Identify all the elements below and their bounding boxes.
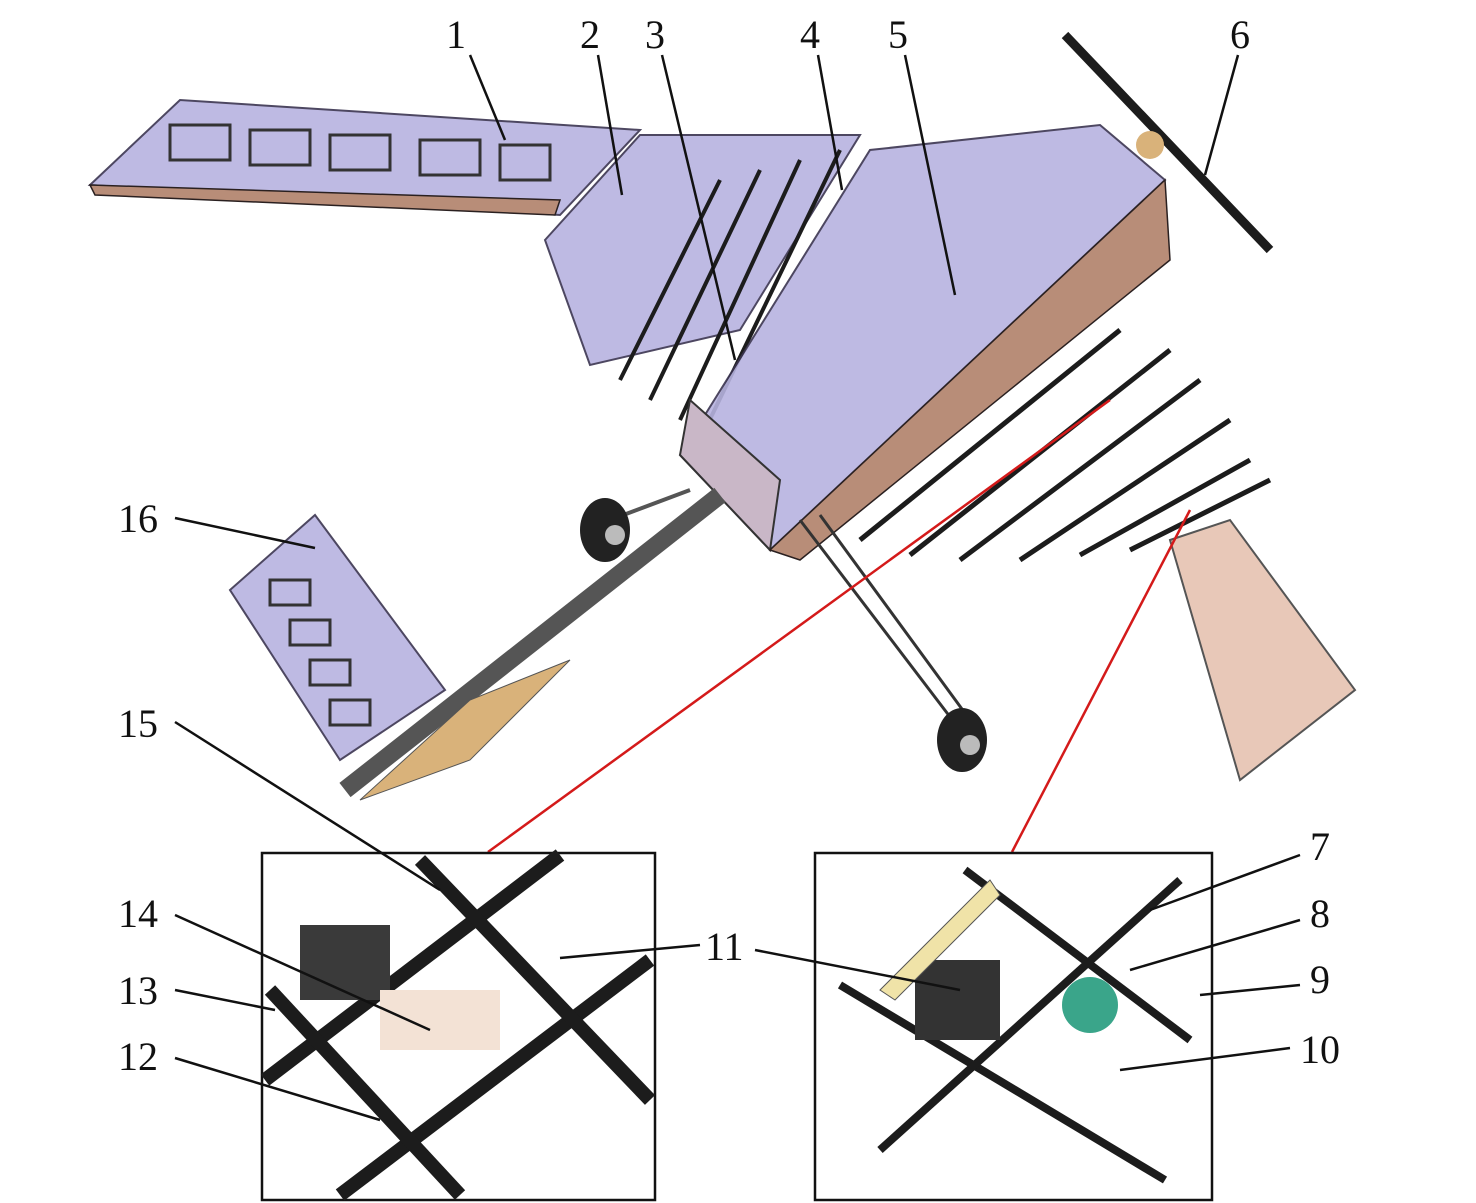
label-5: 5 [888, 12, 908, 57]
label-6: 6 [1230, 12, 1250, 57]
label-3: 3 [645, 12, 665, 57]
label-15: 15 [118, 701, 158, 746]
tail-surface [228, 513, 571, 801]
label-4: 4 [800, 12, 820, 57]
label-8: 8 [1310, 891, 1330, 936]
detail-inset-right [813, 851, 1214, 1202]
right-wing [858, 328, 1357, 782]
label-16: 16 [118, 496, 158, 541]
tail-boom [339, 487, 726, 798]
landing-gear [580, 488, 987, 772]
label-11: 11 [705, 924, 744, 969]
propeller [1061, 31, 1274, 254]
left-outer-wing [87, 98, 643, 217]
label-10: 10 [1300, 1027, 1340, 1072]
fuselage [678, 123, 1171, 561]
label-1: 1 [446, 12, 466, 57]
label-9: 9 [1310, 957, 1330, 1002]
detail-inset-left [260, 849, 657, 1202]
leader-lines [174, 54, 1301, 1122]
label-14: 14 [118, 891, 158, 936]
label-12: 12 [118, 1034, 158, 1079]
label-7: 7 [1310, 824, 1330, 869]
left-inner-wing [543, 134, 862, 441]
label-2: 2 [580, 12, 600, 57]
detail-line-right [1010, 509, 1192, 853]
detail-line-left [487, 398, 1111, 854]
label-13: 13 [118, 968, 158, 1013]
